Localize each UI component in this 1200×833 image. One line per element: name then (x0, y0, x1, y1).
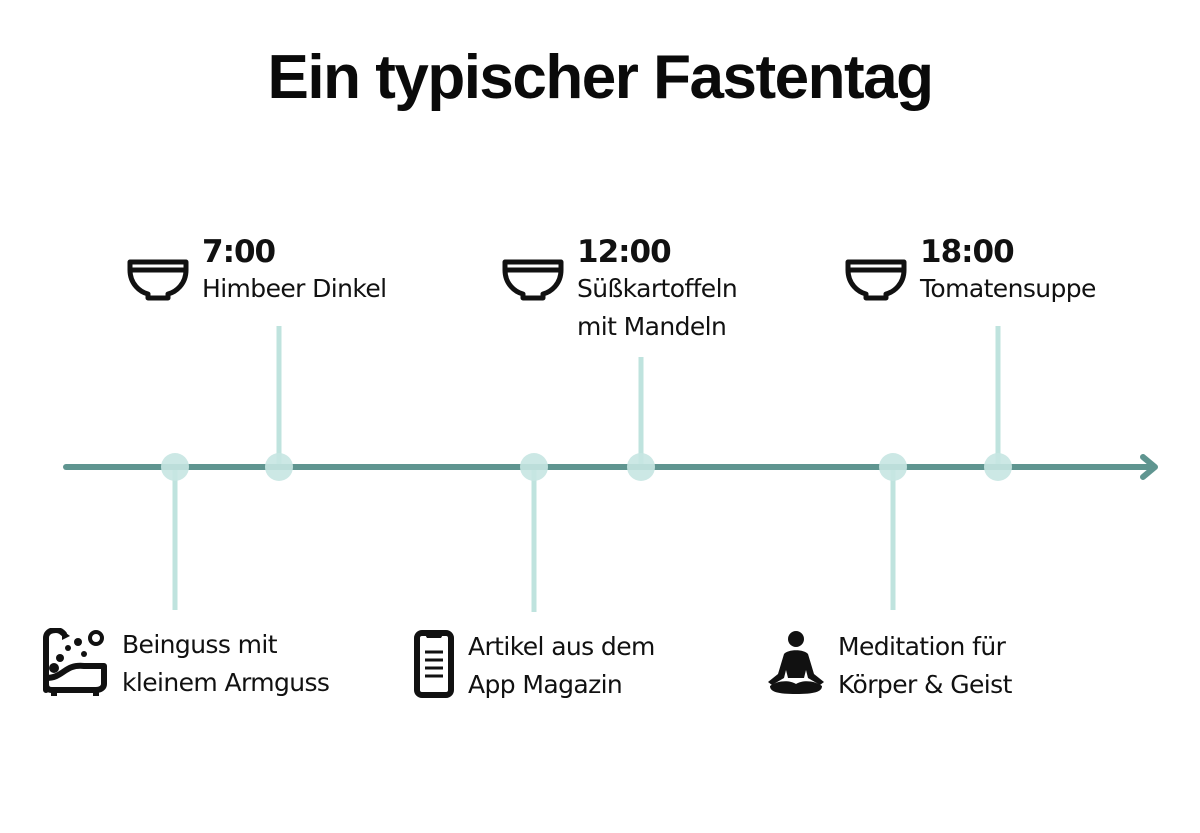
activity-event-meditation: Meditation für Körper & Geist (764, 628, 1012, 704)
timeline-node (627, 453, 655, 481)
meal-time: 12:00 (577, 234, 672, 270)
page-title: Ein typischer Fastentag (267, 43, 934, 112)
bowl-icon (126, 258, 190, 306)
activity-label-line-2: kleinem Armguss (122, 668, 330, 697)
bowl-icon (501, 258, 565, 306)
timeline-node (265, 453, 293, 481)
activity-label-line-2: App Magazin (468, 670, 623, 699)
meal-label: Tomatensuppe (920, 274, 1096, 303)
timeline-node (520, 453, 548, 481)
meal-time: 7:00 (202, 234, 276, 270)
arrow-head-icon (1140, 454, 1158, 480)
bathtub-icon (40, 626, 110, 702)
timeline-node (879, 453, 907, 481)
activity-label-line-2: Körper & Geist (838, 670, 1012, 699)
activity-label-line-1: Meditation für (838, 632, 1006, 661)
meal-time: 18:00 (920, 234, 1015, 270)
activity-event-artikel: Artikel aus dem App Magazin (414, 628, 655, 704)
meal-label-line-1: Süßkartoffeln (577, 274, 738, 303)
bowl-icon (844, 258, 908, 306)
timeline-node (161, 453, 189, 481)
meal-label: Himbeer Dinkel (202, 274, 387, 303)
meal-event-18: 18:00 Tomatensuppe (844, 234, 1096, 308)
smartphone-article-icon (414, 630, 454, 702)
timeline-node (984, 453, 1012, 481)
meal-label-line-2: mit Mandeln (577, 312, 727, 341)
activity-event-beinguss: Beinguss mit kleinem Armguss (40, 626, 330, 702)
activity-label-line-1: Artikel aus dem (468, 632, 655, 661)
meal-event-7: 7:00 Himbeer Dinkel (126, 234, 387, 308)
meditation-icon (764, 630, 828, 700)
meal-event-12: 12:00 Süßkartoffeln mit Mandeln (501, 234, 738, 346)
activity-label-line-1: Beinguss mit (122, 630, 278, 659)
